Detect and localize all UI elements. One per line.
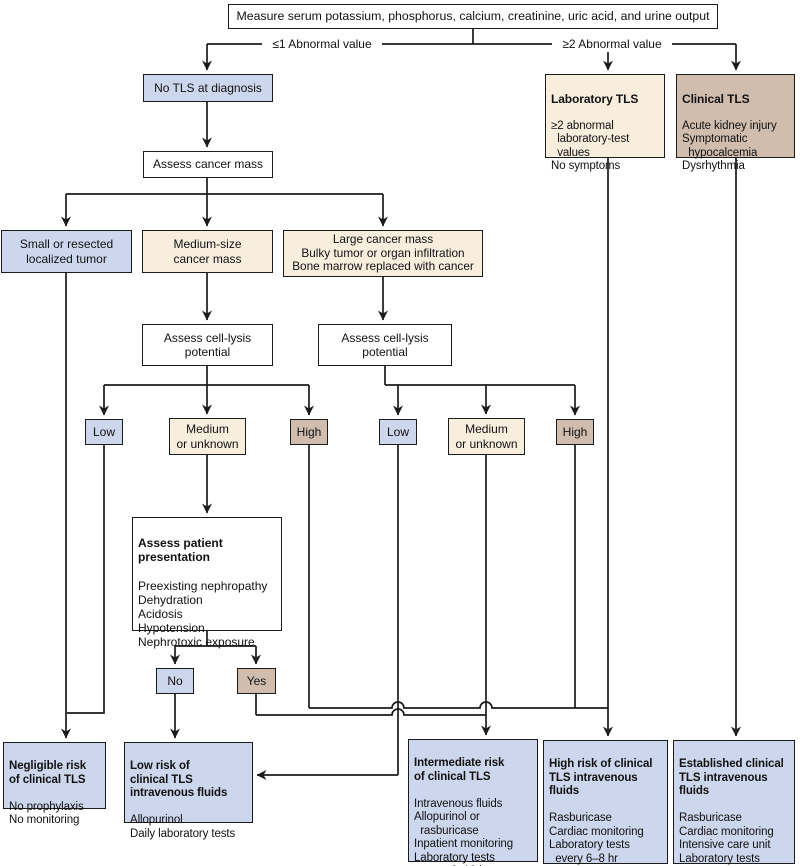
node-assess-cell-lysis-1: Assess cell-lysis potential bbox=[142, 324, 273, 366]
branch-label-le1-abnormal: ≤1 Abnormal value bbox=[262, 37, 382, 52]
node-yes: Yes bbox=[237, 668, 276, 694]
node-medium-or-unknown-2: Medium or unknown bbox=[448, 418, 525, 455]
node-large-cancer-mass: Large cancer mass Bulky tumor or organ i… bbox=[283, 230, 483, 277]
node-established-clinical-tls: Established clinical TLS intravenous flu… bbox=[673, 740, 795, 865]
node-high-1: High bbox=[290, 419, 328, 445]
node-assess-cell-lysis-2: Assess cell-lysis potential bbox=[318, 324, 452, 366]
node-laboratory-tls: Laboratory TLS ≥2 abnormal laboratory-te… bbox=[545, 74, 665, 172]
branch-label-ge2-abnormal: ≥2 Abnormal value bbox=[552, 37, 672, 52]
node-high-2: High bbox=[556, 419, 594, 445]
node-assess-patient-presentation: Assess patient presentation Preexisting … bbox=[132, 517, 282, 649]
node-low-2: Low bbox=[379, 419, 417, 445]
node-no-tls-at-diagnosis: No TLS at diagnosis bbox=[143, 74, 273, 102]
node-intermediate-risk: Intermediate risk of clinical TLS Intrav… bbox=[408, 739, 538, 866]
node-negligible-risk: Negligible risk of clinical TLS No proph… bbox=[3, 742, 106, 826]
node-medium-or-unknown-1: Medium or unknown bbox=[169, 418, 246, 455]
node-low-risk: Low risk of clinical TLS intravenous flu… bbox=[124, 742, 253, 840]
node-medium-size-cancer-mass: Medium-size cancer mass bbox=[142, 230, 273, 273]
node-assess-cancer-mass: Assess cancer mass bbox=[143, 151, 273, 178]
node-no: No bbox=[156, 668, 194, 694]
node-high-risk: High risk of clinical TLS intravenous fl… bbox=[543, 740, 668, 865]
node-clinical-tls: Clinical TLS Acute kidney injury Symptom… bbox=[676, 74, 795, 172]
node-small-or-resected-tumor: Small or resected localized tumor bbox=[1, 230, 132, 273]
node-measure-serum: Measure serum potassium, phosphorus, cal… bbox=[228, 4, 718, 29]
node-low-1: Low bbox=[85, 419, 123, 445]
